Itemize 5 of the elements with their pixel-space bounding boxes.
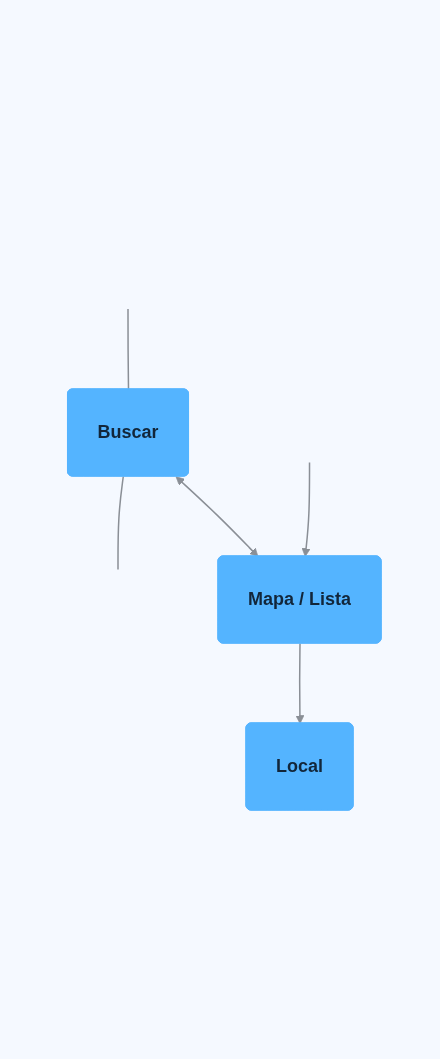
arrow [296,642,305,724]
connector [117,475,125,571]
connector [127,308,130,391]
arrow [302,461,311,557]
arrow [176,476,259,557]
